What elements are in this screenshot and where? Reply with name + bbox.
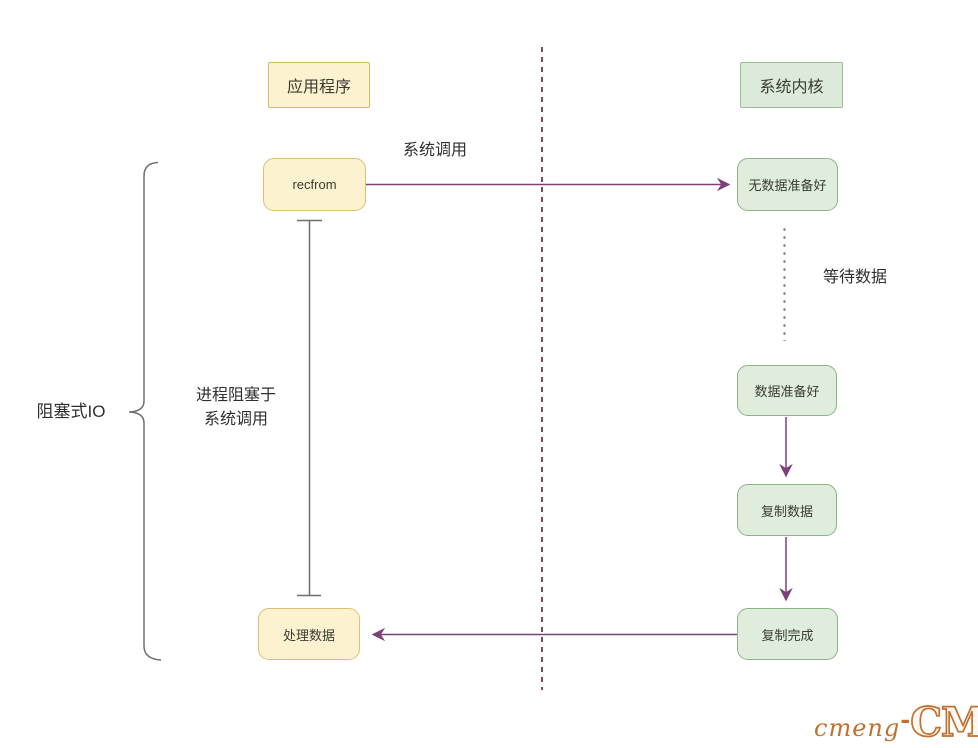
label-blocking-io-text: 阻塞式IO xyxy=(36,402,106,421)
node-copy-done: 复制完成 xyxy=(737,608,838,660)
label-process-blocked-line2: 系统调用 xyxy=(203,411,268,428)
node-recfrom: recfrom xyxy=(263,158,366,211)
label-wait-data: 等待数据 xyxy=(808,263,902,287)
lane-header-application: 应用程序 xyxy=(268,62,370,108)
node-data-ready-label: 数据准备好 xyxy=(754,384,820,399)
label-process-blocked: 进程阻塞于 系统调用 xyxy=(181,384,291,432)
watermark-caps-text: CM xyxy=(909,699,978,746)
node-copy-data: 复制数据 xyxy=(737,484,837,536)
node-copy-data-label: 复制数据 xyxy=(760,503,813,519)
lane-header-kernel: 系统内核 xyxy=(740,62,843,108)
label-syscall-text: 系统调用 xyxy=(402,142,467,159)
blocking-io-brace xyxy=(128,161,162,661)
watermark-signature: cmeng-CM xyxy=(814,694,978,744)
label-blocking-io: 阻塞式IO xyxy=(22,397,120,422)
lane-header-application-label: 应用程序 xyxy=(286,79,351,96)
watermark-script-text: cmeng xyxy=(814,714,901,742)
node-recfrom-label: recfrom xyxy=(292,177,337,192)
node-no-data-ready-label: 无数据准备好 xyxy=(748,178,827,193)
label-process-blocked-line1: 进程阻塞于 xyxy=(195,387,276,404)
lane-header-kernel-label: 系统内核 xyxy=(759,79,824,96)
node-process-data: 处理数据 xyxy=(258,608,360,660)
node-process-data-label: 处理数据 xyxy=(282,627,335,643)
node-data-ready: 数据准备好 xyxy=(737,365,837,416)
node-copy-done-label: 复制完成 xyxy=(761,627,814,643)
label-wait-data-text: 等待数据 xyxy=(822,269,887,286)
blocked-duration-line xyxy=(297,219,322,597)
node-no-data-ready: 无数据准备好 xyxy=(737,158,838,211)
watermark-dash: - xyxy=(900,705,911,734)
label-syscall: 系统调用 xyxy=(378,136,492,160)
